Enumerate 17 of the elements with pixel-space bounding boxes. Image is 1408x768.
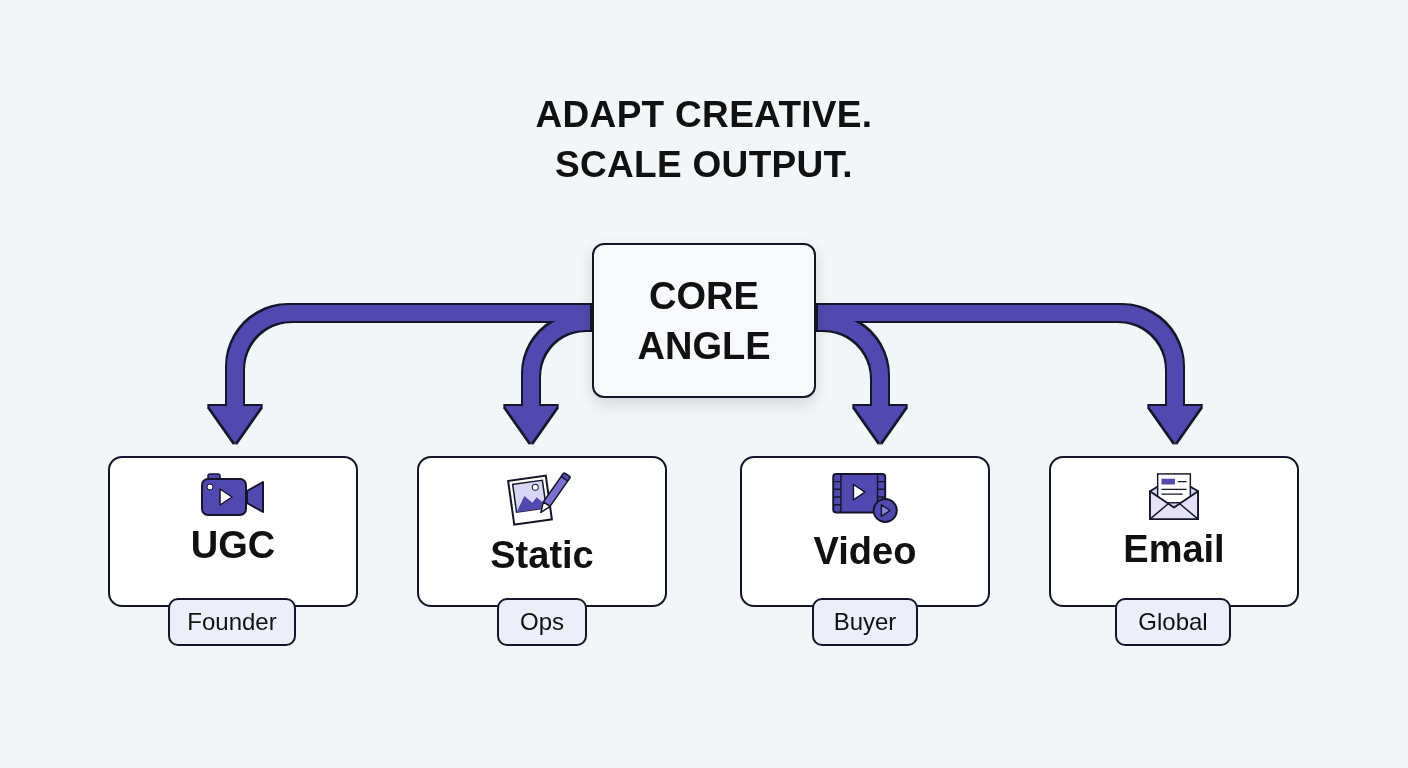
- card-title: Static: [490, 533, 594, 578]
- card-title: UGC: [190, 523, 276, 568]
- arrow: [818, 305, 1201, 443]
- channel-card: [1049, 456, 1299, 607]
- card-title: Video: [813, 529, 917, 574]
- box-label: CORE ANGLE: [636, 273, 772, 369]
- channel-card: [740, 456, 990, 607]
- channel-card: [417, 456, 667, 607]
- diagram-title: ADAPT CREATIVE. SCALE OUTPUT.: [534, 93, 874, 187]
- arrow: [209, 305, 590, 443]
- tag: Founder: [168, 598, 296, 646]
- tag: Ops: [497, 598, 587, 646]
- card-title: Email: [1123, 527, 1225, 572]
- tag: Global: [1115, 598, 1231, 646]
- channel-card: [108, 456, 358, 607]
- central-box: [592, 243, 816, 398]
- tag: Buyer: [812, 598, 918, 646]
